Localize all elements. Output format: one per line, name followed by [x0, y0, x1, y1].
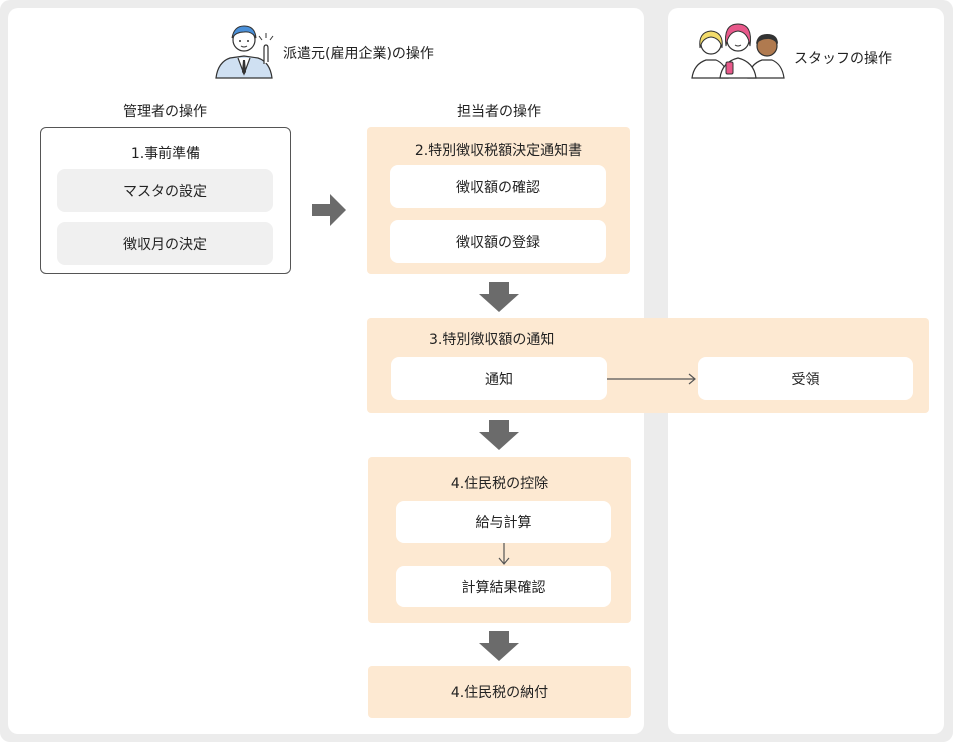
- step2-title: 2.特別徴収税額決定通知書: [414, 143, 583, 159]
- businessman-icon: [215, 25, 274, 79]
- step1-item-master-settings: マスタの設定: [57, 169, 273, 212]
- arrow-down-icon: [479, 420, 519, 450]
- arrow-right-icon: [312, 194, 346, 226]
- step2-item-confirm-amount: 徴収額の確認: [390, 165, 606, 208]
- person-in-charge-role-label: 担当者の操作: [457, 104, 541, 120]
- staff-group-icon: [691, 23, 785, 79]
- step2-item-register-amount: 徴収額の登録: [390, 220, 606, 263]
- step3-title: 3.特別徴収額の通知: [429, 332, 555, 348]
- dispatcher-actor-label: 派遣元(雇用企業)の操作: [283, 46, 434, 62]
- arrow-down-icon: [479, 631, 519, 661]
- step3-item-receive: 受領: [698, 357, 913, 400]
- step4-title: 4.住民税の控除: [450, 476, 549, 492]
- manager-role-label: 管理者の操作: [123, 104, 207, 120]
- step3-item-notify: 通知: [391, 357, 607, 400]
- step1-item-collection-month: 徴収月の決定: [57, 222, 273, 265]
- step4-item-payroll: 給与計算: [396, 501, 611, 543]
- arrow-thin-right-icon: [607, 373, 696, 385]
- step5-title: 4.住民税の納付: [450, 685, 549, 701]
- arrow-thin-down-icon: [498, 543, 510, 565]
- step1-title: 1.事前準備: [130, 146, 201, 162]
- staff-actor-label: スタッフの操作: [794, 51, 892, 67]
- arrow-down-icon: [479, 282, 519, 312]
- step4-item-check-results: 計算結果確認: [396, 566, 611, 607]
- step5-box: [368, 666, 631, 718]
